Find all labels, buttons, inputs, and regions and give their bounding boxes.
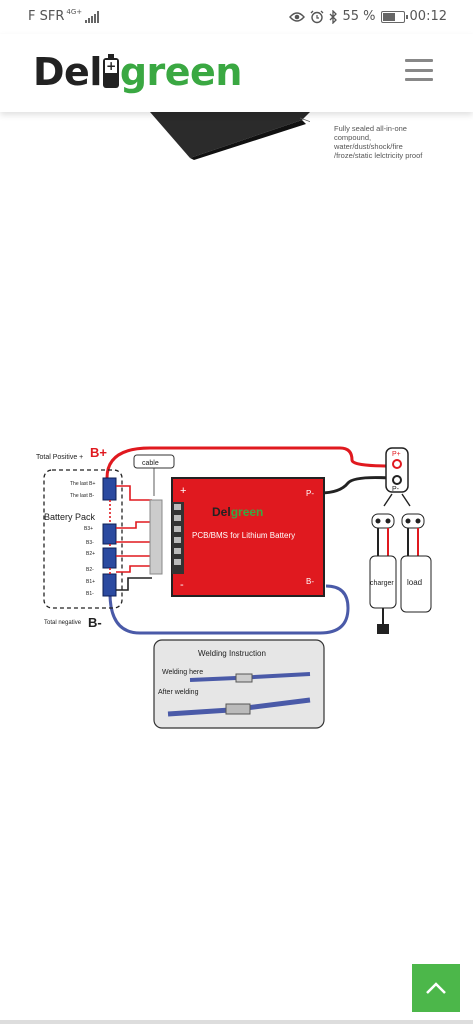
note-line: water/dust/shock/fire bbox=[334, 142, 403, 151]
board-p-minus-label: P- bbox=[306, 489, 314, 498]
welding-here-label: Welding here bbox=[162, 669, 203, 676]
total-positive-label: Total Positive + bbox=[36, 454, 83, 461]
cell-label: B3- bbox=[86, 540, 94, 546]
cable-label: cable bbox=[142, 460, 159, 467]
charger-label: charger bbox=[370, 580, 394, 587]
board-title: PCB/BMS for Lithium Battery bbox=[192, 531, 295, 540]
cell-label: B1- bbox=[86, 591, 94, 597]
welding-title: Welding Instruction bbox=[198, 649, 266, 658]
product-note: Fully sealed all-in-one compound, water/… bbox=[334, 124, 464, 160]
logo-suffix: green bbox=[119, 50, 243, 94]
total-negative-label: Total negative bbox=[44, 620, 82, 626]
cell-label: B2- bbox=[86, 567, 94, 573]
bottom-divider bbox=[0, 1020, 473, 1024]
last-b-minus-label: The last B- bbox=[70, 493, 95, 499]
logo-battery-icon: + bbox=[102, 54, 119, 88]
hamburger-menu-icon[interactable] bbox=[405, 59, 433, 81]
cell-label: B1+ bbox=[86, 579, 95, 585]
network-type: 4G+ bbox=[66, 7, 83, 16]
bluetooth-icon bbox=[329, 9, 337, 24]
clock: 00:12 bbox=[409, 9, 447, 24]
alarm-icon bbox=[310, 10, 323, 23]
b-plus-label: B+ bbox=[90, 445, 107, 460]
note-line: compound, bbox=[334, 133, 372, 142]
p-minus-label: P- bbox=[392, 486, 400, 493]
site-header: Del+green bbox=[0, 34, 473, 112]
status-right: 55 % 00:12 bbox=[288, 9, 447, 24]
scroll-to-top-button[interactable] bbox=[412, 964, 460, 1012]
load-label: load bbox=[407, 578, 422, 587]
board-plus-label: + bbox=[180, 485, 186, 497]
note-line: /froze/static lelctricity proof bbox=[334, 151, 423, 160]
signal-icon bbox=[85, 10, 100, 23]
battery-icon bbox=[380, 10, 408, 23]
bms-product-image bbox=[150, 112, 310, 160]
status-left: F SFR 4G+ bbox=[28, 7, 100, 24]
battery-pack-label: Battery Pack bbox=[44, 512, 96, 522]
board-logo: Delgreen bbox=[212, 505, 263, 519]
site-logo[interactable]: Del+green bbox=[33, 52, 242, 92]
note-line: Fully sealed all-in-one bbox=[334, 124, 407, 133]
board-b-minus-label: B- bbox=[306, 577, 314, 586]
after-welding-label: After welding bbox=[158, 689, 199, 696]
battery-percent: 55 % bbox=[342, 9, 376, 24]
carrier-label: F SFR bbox=[28, 9, 65, 24]
board-minus-label: - bbox=[180, 579, 184, 591]
b-minus-label: B- bbox=[88, 615, 102, 630]
cell-label: B3+ bbox=[84, 526, 93, 532]
chevron-up-icon bbox=[426, 982, 446, 994]
cell-label: B2+ bbox=[86, 551, 95, 557]
p-plus-label: P+ bbox=[392, 451, 401, 458]
eye-icon bbox=[288, 11, 305, 22]
last-b-plus-label: The last B+ bbox=[70, 481, 96, 487]
bms-wiring-diagram: Battery Pack Total Positive + B+ The las… bbox=[36, 445, 432, 729]
logo-prefix: Del bbox=[33, 50, 102, 94]
status-bar: F SFR 4G+ 55 % 00:12 bbox=[0, 0, 473, 34]
